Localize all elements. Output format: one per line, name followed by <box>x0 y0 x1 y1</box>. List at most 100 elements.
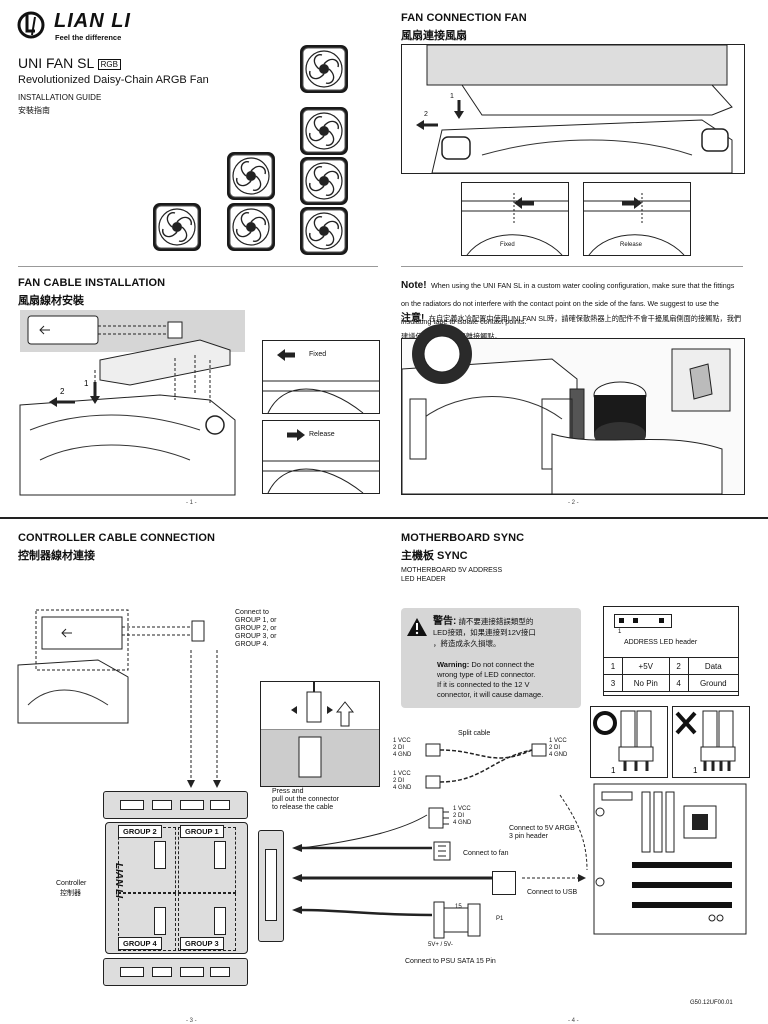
connect-psu-label: Connect to PSU SATA 15 Pin <box>405 958 496 965</box>
fan-connector-illustration <box>433 841 451 861</box>
fixed-label: Fixed <box>309 351 327 358</box>
connect-argb-line: 3 pin header <box>509 833 548 840</box>
incorrect-x-icon <box>675 711 697 735</box>
pin-cell: Ground <box>687 674 740 692</box>
warning-icon <box>407 618 427 636</box>
rgb-badge: RGB <box>97 58 121 70</box>
split-pins-left-1: 1 VCC 2 DI 4 GND <box>393 738 411 759</box>
product-subtitle: Revolutionized Daisy-Chain ARGB Fan <box>18 74 209 86</box>
pin-cell: 3 <box>603 674 623 692</box>
connect-note-line: GROUP 3, or <box>235 633 277 640</box>
motherboard-sub-2: LED HEADER <box>401 576 446 583</box>
warning-label-en: Warning: <box>437 660 470 669</box>
warning-text-en-line: Do not connect the <box>471 660 535 669</box>
argb-connector-illustration <box>428 807 449 829</box>
controller-body: LIAN LI <box>105 822 248 954</box>
note-label-zh: 注意! <box>401 313 425 324</box>
connect-note-line: GROUP 1, or <box>235 617 277 624</box>
connect-fan-label: Connect to fan <box>463 850 509 857</box>
psu-pin-15: 15 <box>455 904 462 910</box>
group-3-label: GROUP 3 <box>180 937 224 950</box>
fan-step-1: 1 <box>450 93 454 100</box>
controller-heading-en: CONTROLLER CABLE CONNECTION <box>18 532 216 544</box>
pin-label: 1 VCC <box>549 738 567 744</box>
fan-connection-heading-zh: 風扇連接風扇 <box>401 30 467 42</box>
split-cable-illustration <box>425 743 547 789</box>
svg-text:1: 1 <box>693 766 698 775</box>
connect-note-line: GROUP 2, or <box>235 625 277 632</box>
pin-cell: 4 <box>668 674 689 692</box>
release-label: Release <box>309 431 335 438</box>
fan-stack-illustration <box>152 44 349 256</box>
guide-zh: 安裝指南 <box>18 106 50 115</box>
controller-heading-zh: 控制器線材連接 <box>18 550 95 562</box>
connect-usb-label: Connect to USB <box>527 889 578 896</box>
pin-table-row: 3 No Pin 4 Ground <box>603 674 740 692</box>
connection-arrows <box>187 650 221 788</box>
press-note-line: Press and <box>272 788 304 795</box>
page-number-1: - 1 - <box>186 500 197 506</box>
pin-label: 4 GND <box>453 820 472 826</box>
document-code: G50.12UF00.01 <box>690 1000 733 1006</box>
group-1-label: GROUP 1 <box>180 825 224 838</box>
argb-pin-labels: 1 VCC 2 DI 4 GND <box>453 806 471 827</box>
incorrect-connector-box: 1 <box>672 706 750 778</box>
split-pins-left-2: 1 VCC 2 DI 4 GND <box>393 771 411 792</box>
warning-text-zh-line: ，將造成永久損壞。 <box>433 639 501 648</box>
pin-label: 2 DI <box>453 813 465 819</box>
group-4-label: GROUP 4 <box>118 937 162 950</box>
psu-connector-illustration <box>433 901 481 939</box>
warning-text-en-line: If it is connected to the 12 V <box>437 680 530 689</box>
usb-connector <box>492 871 516 895</box>
pin-cell: No Pin <box>621 674 670 692</box>
fan-fixed-detail-box: Fixed <box>461 182 569 256</box>
controller-side-strip <box>258 830 284 942</box>
warning-text-zh-line: 請不要連接錯誤類型的 <box>458 617 534 626</box>
connect-argb-line: Connect to 5V ARGB <box>509 825 575 832</box>
fan-fixed-label: Fixed <box>500 242 515 248</box>
pin-one-label: 1 <box>618 629 622 635</box>
note-text-en: When using the UNI FAN SL in a custom wa… <box>401 281 735 326</box>
pin-cell: +5V <box>621 657 670 675</box>
fan-step-2: 2 <box>424 111 428 118</box>
fan-release-detail-box: Release <box>583 182 691 256</box>
water-cooling-illustration <box>401 324 745 495</box>
connect-note-line: Connect to <box>235 609 269 616</box>
controller-logo-icon: LIAN LI <box>113 863 124 898</box>
connect-argb-note: Connect to 5V ARGB 3 pin header <box>509 825 575 841</box>
fixed-detail-box: Fixed <box>262 340 380 414</box>
guide-en: INSTALLATION GUIDE <box>18 93 102 102</box>
address-led-header-box: 1 ADDRESS LED header 1 +5V 2 Data 3 No P… <box>603 606 740 696</box>
fan-cable-heading-en: FAN CABLE INSTALLATION <box>18 277 166 289</box>
pin-cell: Data <box>687 657 740 675</box>
group-2-label: GROUP 2 <box>118 825 162 838</box>
warning-text-en-line: wrong type of LED connector. <box>437 670 536 679</box>
page-number-3: - 3 - <box>186 1018 197 1024</box>
header-pin-diagram <box>614 614 672 628</box>
fan-cable-heading-zh: 風扇線材安裝 <box>18 295 84 307</box>
psu-pins-label: 5V+ / 5V- <box>428 942 453 948</box>
controller-wires <box>292 794 588 917</box>
lian-li-logo-icon <box>17 11 45 39</box>
pin-label: 4 GND <box>549 752 568 758</box>
controller-fan-illustration <box>17 609 205 724</box>
warning-box: 警告: 請不要連接錯誤類型的 LED接頭，如果連接到12V接口 ，將造成永久損壞… <box>401 608 581 708</box>
pin-label: 2 DI <box>549 745 561 751</box>
split-pins-right: 1 VCC 2 DI 4 GND <box>549 738 567 759</box>
pin-label: 1 VCC <box>393 738 411 744</box>
warning-label-zh: 警告: <box>433 616 457 627</box>
release-detail-box: Release <box>262 420 380 494</box>
controller-top-strip <box>103 791 248 819</box>
pin-label: 4 GND <box>393 752 412 758</box>
product-name: UNI FAN SL <box>18 55 94 71</box>
correct-o-icon <box>593 711 617 735</box>
address-header-label: ADDRESS LED header <box>624 639 698 646</box>
connect-note-line: GROUP 4. <box>235 641 269 648</box>
fan-connection-illustration: 1 2 <box>401 44 745 174</box>
controller-label-zh: 控制器 <box>60 890 81 897</box>
note-label-en: Note! <box>401 280 427 291</box>
pin-label: 2 DI <box>393 778 405 784</box>
warning-text-zh-line: LED接頭，如果連接到12V接口 <box>433 628 536 637</box>
release-connector-detail <box>260 681 380 787</box>
cable-install-illustration: 1 2 <box>19 310 245 496</box>
